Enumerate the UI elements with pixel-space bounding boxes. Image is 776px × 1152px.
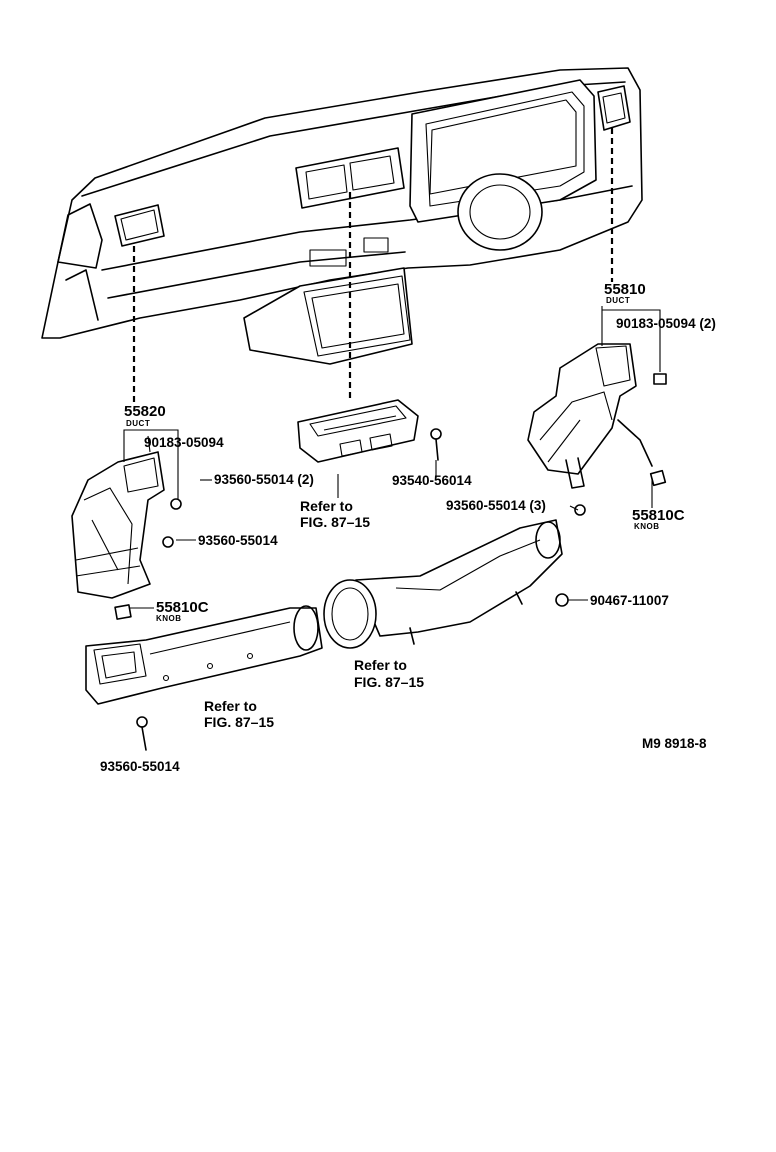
leader-lines [123, 306, 661, 609]
part-labels: 55810 DUCT 90183-05094 (2) 55820 DUCT 90… [100, 281, 716, 774]
label-90183-left: 90183-05094 [144, 435, 224, 450]
ref-2-line1: Refer to [354, 657, 407, 673]
center-console [243, 267, 413, 365]
ref-1-line1: Refer to [300, 498, 353, 514]
right-vent-outlet [597, 85, 631, 131]
right-duct-assembly [527, 343, 667, 489]
label-55810c-right-sub: KNOB [634, 522, 660, 531]
label-55810c-left: 55810C [156, 599, 209, 616]
lower-right-duct [323, 504, 586, 649]
center-vent-outlets [295, 147, 405, 209]
label-55810-sub: DUCT [606, 296, 630, 305]
ref-1-line2: FIG. 87–15 [300, 514, 370, 530]
ref-3-line2: FIG. 87–15 [204, 714, 274, 730]
label-55810c-left-sub: KNOB [156, 614, 182, 623]
left-duct-assembly [71, 451, 182, 620]
label-90183-right: 90183-05094 (2) [616, 316, 716, 331]
label-93560-d: 93560-55014 [100, 759, 180, 774]
label-55820: 55820 [124, 403, 166, 420]
center-duct [297, 399, 442, 463]
label-93540: 93540-56014 [392, 473, 472, 488]
label-55810c-right: 55810C [632, 507, 685, 524]
instrument-panel [41, 67, 643, 365]
ref-3-line1: Refer to [204, 698, 257, 714]
label-90467: 90467-11007 [590, 593, 669, 608]
label-93560-b: 93560-55014 [198, 533, 278, 548]
ref-2-line2: FIG. 87–15 [354, 674, 424, 690]
label-55810: 55810 [604, 281, 646, 298]
label-93560-c: 93560-55014 (3) [446, 498, 546, 513]
left-vent-outlet [114, 204, 165, 247]
meter-cluster [409, 79, 597, 223]
label-55820-sub: DUCT [126, 419, 150, 428]
lower-left-duct [85, 605, 323, 751]
diagram-code: M9 8918-8 [642, 736, 707, 751]
label-93560-a: 93560-55014 (2) [214, 472, 314, 487]
